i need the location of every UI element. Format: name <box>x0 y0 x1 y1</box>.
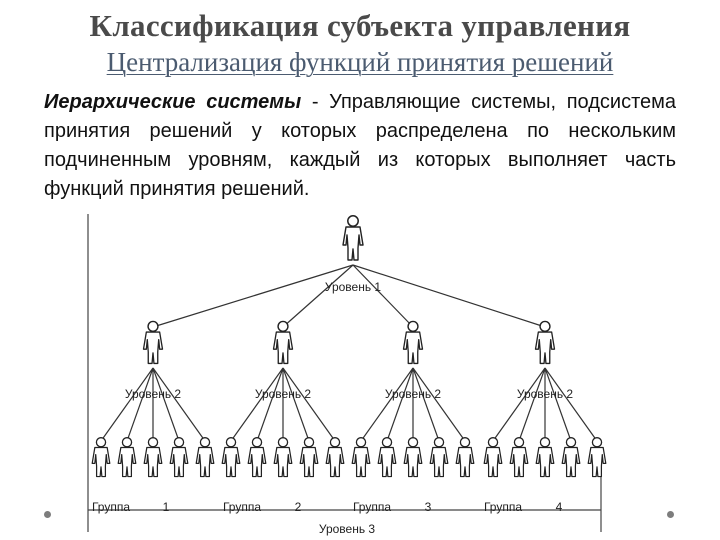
connector-line <box>412 367 466 442</box>
group-number-2: 2 <box>295 500 302 514</box>
level3-label: Уровень 3 <box>319 522 376 536</box>
connector-line <box>152 367 180 442</box>
definition-term: Иерархические системы <box>44 91 302 113</box>
connector-line <box>100 367 154 442</box>
connector-line <box>412 367 440 442</box>
connector-line <box>282 367 336 442</box>
person-level3-icon <box>169 437 189 478</box>
group-number-3: 3 <box>425 500 432 514</box>
person-level3-icon <box>535 437 555 478</box>
slide-subtitle: Централизация функций принятия решений <box>106 47 614 77</box>
people-figures <box>91 215 607 478</box>
person-level2-icon <box>142 320 164 365</box>
person-level3-icon <box>273 437 293 478</box>
person-level3-icon <box>587 437 607 478</box>
connector-line <box>152 367 206 442</box>
level2-label-group3: Уровень 2 <box>385 387 442 401</box>
person-level3-icon <box>117 437 137 478</box>
connector-line <box>152 264 354 328</box>
group-word-2: Группа <box>223 500 261 514</box>
group-word-4: Группа <box>484 500 522 514</box>
connector-line <box>360 367 414 442</box>
group-number-4: 4 <box>556 500 563 514</box>
person-level3-icon <box>377 437 397 478</box>
person-level3-icon <box>351 437 371 478</box>
person-level3-icon <box>509 437 529 478</box>
definition-text: - Управляющие системы, подсистема принят… <box>44 91 676 200</box>
connector-line <box>282 264 354 328</box>
connector-line <box>544 367 598 442</box>
group-number-1: 1 <box>163 500 170 514</box>
connector-line <box>352 264 546 328</box>
person-level1-icon <box>342 215 364 261</box>
slide-bullet-left <box>44 511 51 518</box>
connector-line <box>544 367 572 442</box>
connector-lines <box>100 264 598 442</box>
connector-line <box>518 367 546 442</box>
slide-bullet-right <box>667 511 674 518</box>
person-level3-icon <box>561 437 581 478</box>
person-level3-icon <box>325 437 345 478</box>
person-level3-icon <box>195 437 215 478</box>
group-word-3: Группа <box>353 500 391 514</box>
connector-line <box>492 367 546 442</box>
level2-label-group2: Уровень 2 <box>255 387 312 401</box>
person-level3-icon <box>455 437 475 478</box>
person-level3-icon <box>91 437 111 478</box>
level1-label: Уровень 1 <box>325 280 382 294</box>
slide-title: Классификация субъекта управления <box>89 8 631 43</box>
diagram-frame <box>87 214 602 532</box>
connector-line <box>126 367 154 442</box>
person-level3-icon <box>299 437 319 478</box>
level2-label-group1: Уровень 2 <box>125 387 182 401</box>
person-level2-icon <box>402 320 424 365</box>
person-level3-icon <box>429 437 449 478</box>
connector-line <box>230 367 284 442</box>
connector-line <box>282 367 310 442</box>
person-level3-icon <box>403 437 423 478</box>
person-level3-icon <box>143 437 163 478</box>
person-level3-icon <box>221 437 241 478</box>
group-word-1: Группа <box>92 500 130 514</box>
level2-label-group4: Уровень 2 <box>517 387 574 401</box>
person-level2-icon <box>272 320 294 365</box>
definition-paragraph: Иерархические системы - Управляющие сист… <box>44 88 676 204</box>
connector-line <box>386 367 414 442</box>
person-level3-icon <box>247 437 267 478</box>
connector-line <box>256 367 284 442</box>
person-level2-icon <box>534 320 556 365</box>
connector-line <box>352 264 414 328</box>
person-level3-icon <box>483 437 503 478</box>
